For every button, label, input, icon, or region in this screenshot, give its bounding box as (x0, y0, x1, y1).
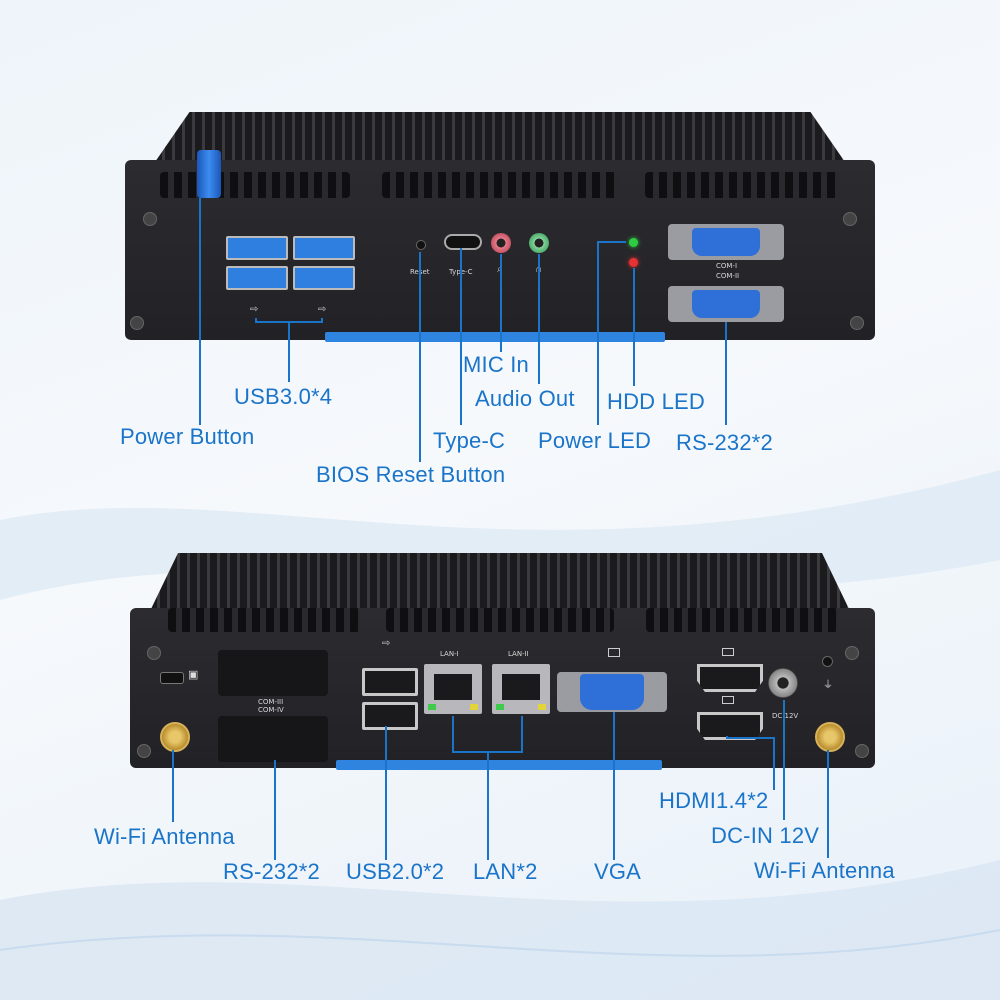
dc-label: DC 12V (772, 712, 799, 720)
callout-power-led: Power LED (538, 428, 652, 453)
wifi-antenna-left-connector[interactable] (160, 722, 190, 752)
callout-wifi-left: Wi-Fi Antenna (94, 824, 235, 849)
rear-vent-center (386, 608, 614, 632)
screw-icon (855, 744, 869, 758)
monitor-icon (608, 648, 620, 657)
front-vent-right (645, 172, 840, 198)
lan2-label: LAN-II (508, 650, 529, 658)
callout-power-button: Power Button (120, 424, 255, 449)
screw-icon (843, 212, 857, 226)
usb2-port[interactable] (362, 702, 418, 730)
usb2-port[interactable] (362, 668, 418, 696)
lan-led (428, 704, 436, 710)
hdmi-icon (722, 648, 734, 656)
mic-in-jack[interactable] (491, 233, 511, 253)
callout-vga: VGA (594, 859, 642, 884)
type-c-port[interactable] (444, 234, 482, 250)
com4-cover (218, 716, 328, 762)
usb3-port[interactable] (226, 266, 288, 290)
com1-label: COM-I (716, 262, 738, 270)
callout-dcin: DC-IN 12V (711, 823, 820, 848)
screw-icon (845, 646, 859, 660)
lan-led (470, 704, 478, 710)
callout-rs232-front: RS-232*2 (676, 430, 773, 455)
front-vent-center (382, 172, 618, 198)
audio-out-jack[interactable] (529, 233, 549, 253)
callout-mic-in: MIC In (463, 352, 529, 377)
front-leader-lines (199, 198, 727, 462)
usb3-port[interactable] (293, 266, 355, 290)
screw-icon (143, 212, 157, 226)
kensington-lock-slot[interactable] (160, 672, 184, 684)
callout-bios-reset: BIOS Reset Button (316, 462, 506, 487)
rear-heatsink (150, 553, 850, 611)
screw-icon (137, 744, 151, 758)
usb-icon: ⇨ (318, 304, 327, 315)
lan1-socket (434, 674, 472, 700)
callout-usb30: USB3.0*4 (234, 384, 333, 409)
callout-hdd-led: HDD LED (607, 389, 705, 414)
screw-icon (850, 316, 864, 330)
com4-label: COM-IV (258, 706, 284, 714)
hdmi1-port[interactable] (697, 664, 763, 692)
hdd-led (629, 258, 638, 267)
screw-icon (130, 316, 144, 330)
ground-hole (822, 656, 833, 667)
vga-connector (580, 674, 644, 710)
dc-in-jack[interactable] (768, 668, 798, 698)
rear-vent-left (168, 608, 360, 632)
usb3-port[interactable] (293, 236, 355, 260)
com2-label: COM-II (716, 272, 740, 280)
com1-connector (692, 228, 760, 256)
com3-cover (218, 650, 328, 696)
front-base-strip (325, 332, 665, 342)
com3-label: COM-III (258, 698, 284, 706)
rear-vent-right (646, 608, 838, 632)
callout-wifi-right: Wi-Fi Antenna (754, 858, 895, 883)
bios-reset-button[interactable] (416, 240, 426, 250)
callout-lan: LAN*2 (473, 859, 538, 884)
power-led (629, 238, 638, 247)
callout-rs232-rear: RS-232*2 (223, 859, 320, 884)
com2-connector (692, 290, 760, 318)
ground-icon: ⏚ (823, 680, 833, 691)
lock-icon: ▣ (188, 669, 199, 681)
lan-led (538, 704, 546, 710)
rear-base-strip (336, 760, 662, 770)
lan-led (496, 704, 504, 710)
front-vent-left (160, 172, 350, 198)
lan2-socket (502, 674, 540, 700)
front-heatsink (155, 112, 845, 162)
wifi-antenna-right-connector[interactable] (815, 722, 845, 752)
usb-icon: ⇨ (250, 304, 259, 315)
usb-icon: ⇨ (382, 638, 391, 649)
mic-icon: ⌕ (497, 264, 503, 275)
front-device: ⇨ ⇨ Reset Type-C ⌕ ∩ COM-I COM-II (125, 112, 875, 342)
callout-hdmi: HDMI1.4*2 (659, 788, 769, 813)
screw-icon (147, 646, 161, 660)
usb3-port[interactable] (226, 236, 288, 260)
power-button[interactable] (197, 150, 221, 198)
lan1-label: LAN-I (440, 650, 459, 658)
callout-audio-out: Audio Out (475, 386, 575, 411)
callout-type-c: Type-C (433, 428, 506, 453)
callout-usb20: USB2.0*2 (346, 859, 445, 884)
hdmi-icon (722, 696, 734, 704)
